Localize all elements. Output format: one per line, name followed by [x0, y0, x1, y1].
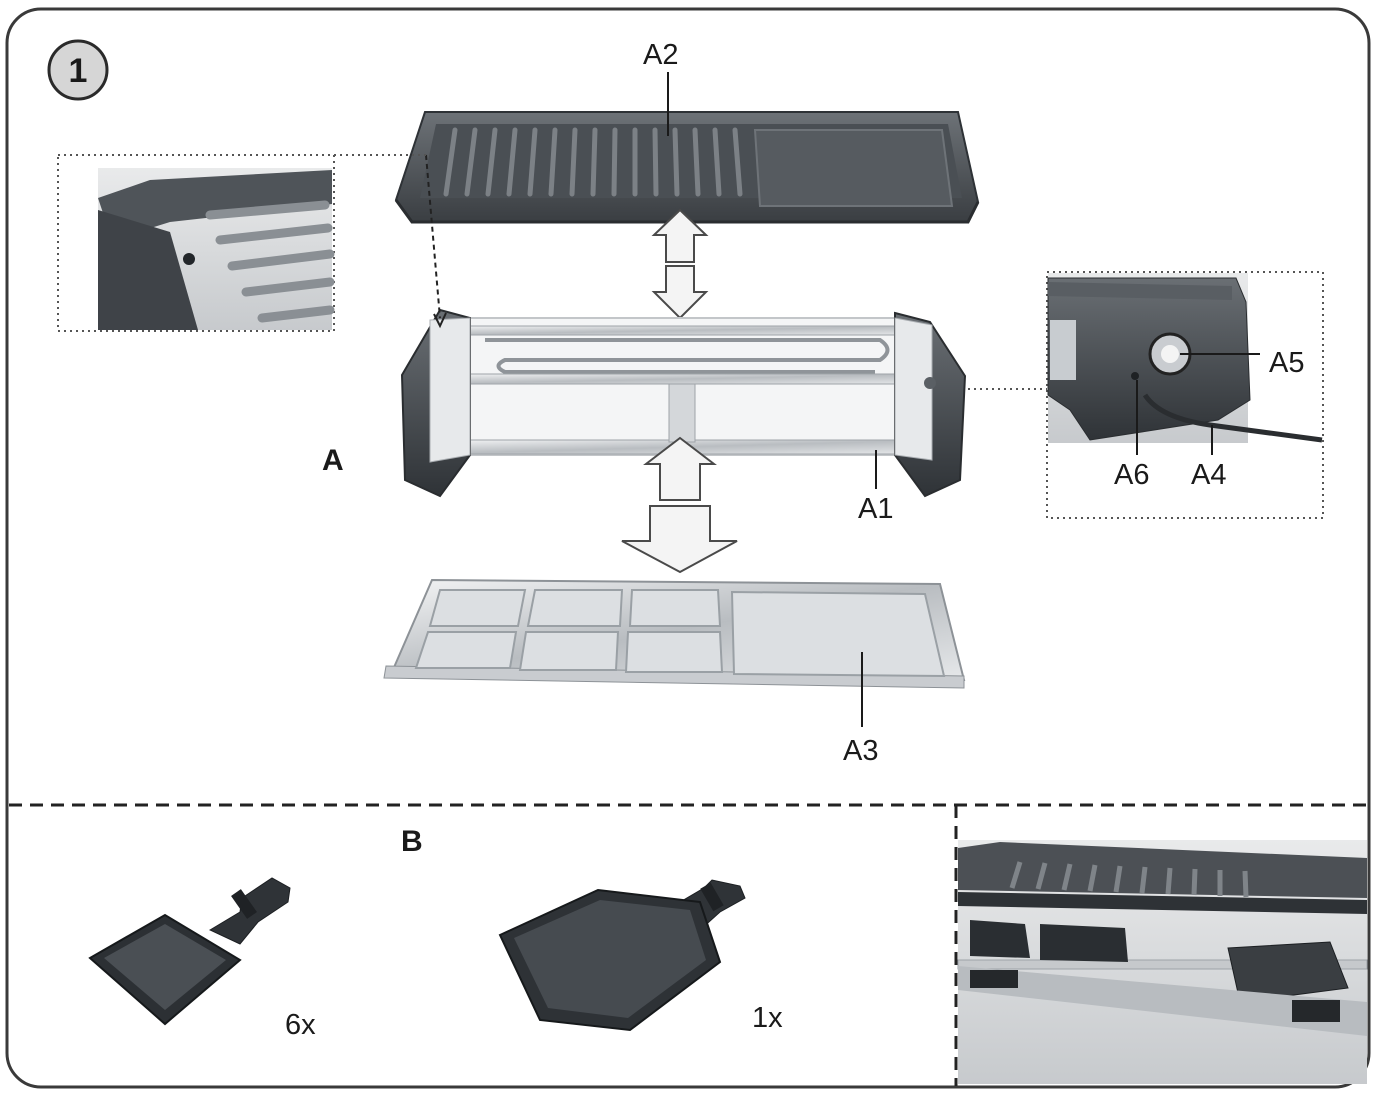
label-a4: A4 — [1191, 459, 1226, 491]
step-badge: 1 — [47, 39, 109, 101]
section-b-label: B — [401, 825, 423, 858]
indicator-light — [1131, 372, 1139, 380]
grill-ridges — [443, 127, 743, 197]
leader-lines — [667, 72, 1260, 727]
label-a5: A5 — [1269, 347, 1304, 379]
label-a1: A1 — [858, 493, 893, 525]
raclette-pan-small — [88, 877, 291, 1026]
power-cord — [1142, 393, 1323, 443]
grill-corner-detail — [57, 154, 447, 332]
assembled-photo — [957, 840, 1368, 1084]
small-pan-count: 6x — [285, 1009, 316, 1041]
arrow-grill-to-base — [651, 208, 709, 320]
section-a-label: A — [322, 444, 344, 477]
grill-plate-a2 — [394, 111, 980, 224]
drip-tray-a3 — [383, 578, 966, 689]
label-a3: A3 — [843, 735, 878, 767]
base-unit-a1 — [400, 308, 967, 498]
label-a2: A2 — [643, 39, 678, 71]
tray-compartments — [414, 589, 946, 678]
raclette-pan-large — [498, 879, 746, 1032]
arrow-base-to-tray — [621, 436, 738, 574]
control-detail — [968, 271, 1324, 519]
large-pan-count: 1x — [752, 1002, 783, 1034]
step-number: 1 — [69, 52, 88, 90]
label-a6: A6 — [1114, 459, 1149, 491]
